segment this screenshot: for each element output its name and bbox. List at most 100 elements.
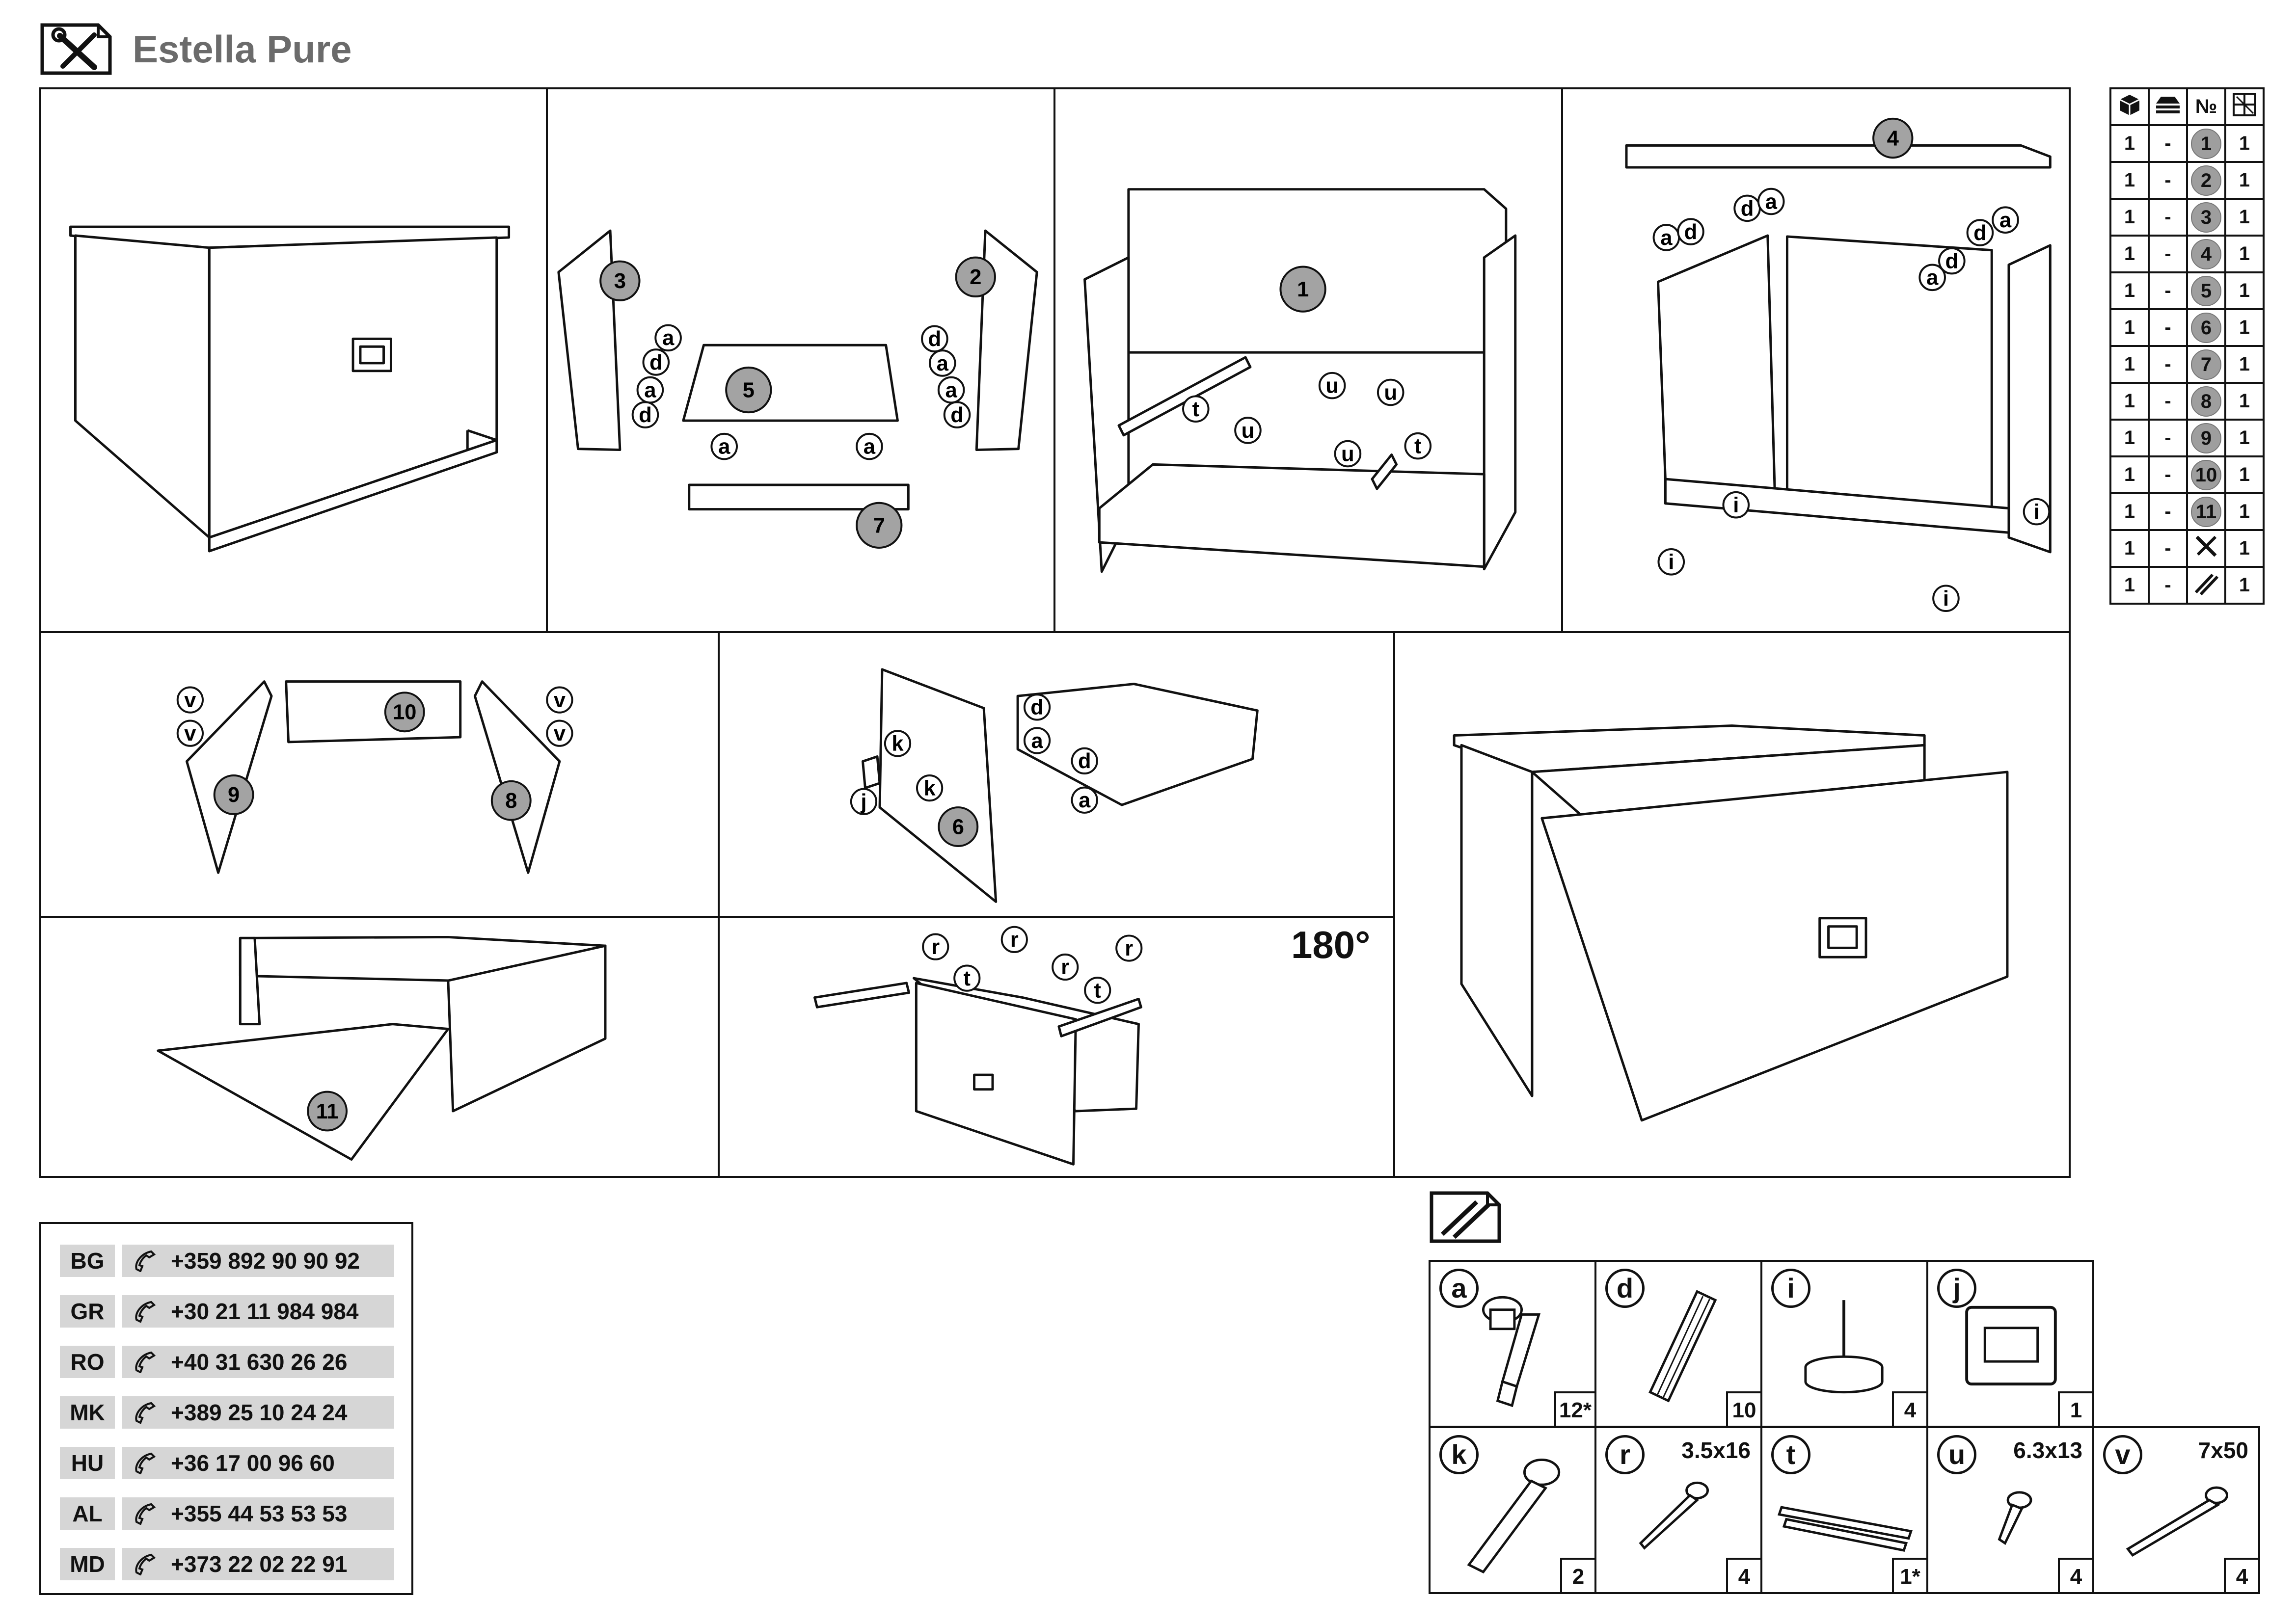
phone-number[interactable]: +30 21 11 984 984 xyxy=(122,1295,394,1328)
step-8-drawer-bottom: 11 xyxy=(39,916,720,1178)
country-code: RO xyxy=(60,1346,115,1378)
part-label-3: 3 xyxy=(614,269,626,293)
hardware-label-v: v xyxy=(554,722,566,745)
step-4-top-and-feet: 4 a d d a d a a d i i i i xyxy=(1561,87,2071,633)
phone-number[interactable]: +359 892 90 90 92 xyxy=(122,1245,394,1277)
hardware-size: 6.3x13 xyxy=(2013,1437,2082,1463)
stack-icon xyxy=(2148,87,2188,126)
screws-icon xyxy=(1430,1191,1501,1243)
part-label-11: 11 xyxy=(316,1100,339,1123)
hardware-item-u: u 6.3x13 4 xyxy=(1926,1426,2094,1594)
drawer-insert-illustration xyxy=(1453,724,2009,1122)
phone-icon xyxy=(135,1452,156,1474)
hardware-letter: t xyxy=(1771,1435,1810,1474)
hardware-letter: v xyxy=(2103,1435,2142,1474)
phone-number[interactable]: +373 22 02 22 91 xyxy=(122,1548,394,1580)
hardware-letter: d xyxy=(1605,1269,1645,1308)
part-label-6: 6 xyxy=(952,815,964,839)
hardware-label-d: a xyxy=(945,378,957,402)
hardware-quantity: 12* xyxy=(1554,1391,1594,1426)
hardware-size: 3.5x16 xyxy=(1681,1437,1751,1463)
sides-bottom-illustration: 3 2 5 7 a d a d d a a d a a xyxy=(557,229,1038,549)
hardware-letter: u xyxy=(1937,1435,1976,1474)
step-9-drawer-runners: r r r r t t xyxy=(718,916,1395,1178)
confirmat-screw-icon xyxy=(2126,1486,2228,1557)
hardware-size: 7x50 xyxy=(2198,1437,2248,1463)
hardware-letter: a xyxy=(1439,1269,1479,1308)
step-5-drawer-frame: 10 9 8 v v v v xyxy=(39,631,720,918)
hardware-quantity: 4 xyxy=(1726,1558,1760,1592)
hardware-label-t: t xyxy=(1094,979,1101,1003)
hardware-letter: r xyxy=(1605,1435,1645,1474)
hardware-label-a: a xyxy=(1765,189,1778,213)
top-feet-illustration: 4 a d d a d a a d i i i i xyxy=(1625,117,2052,612)
hardware-letter: i xyxy=(1771,1269,1810,1308)
contact-box: BG +359 892 90 90 92 GR +30 21 11 984 98… xyxy=(39,1222,413,1595)
hardware-label-k: k xyxy=(924,776,936,800)
drawer-runner-icon xyxy=(1777,1506,1913,1552)
hardware-quantity: 4 xyxy=(1892,1391,1926,1426)
hardware-label-a: a xyxy=(864,435,876,459)
hardware-label-u: u xyxy=(1384,380,1397,404)
phone-icon xyxy=(135,1250,156,1272)
cabinet-illustration xyxy=(69,225,511,553)
part-label-9: 9 xyxy=(228,783,240,807)
hardware-label-t: t xyxy=(1414,434,1422,458)
hardware-quantity: 4 xyxy=(2224,1558,2258,1592)
phone-number[interactable]: +355 44 53 53 53 xyxy=(122,1497,394,1530)
hardware-label-a: a xyxy=(1079,789,1091,812)
hardware-label-i: i xyxy=(1943,586,1949,611)
hardware-label-a: d xyxy=(639,403,652,427)
hardware-label-d: a xyxy=(937,351,949,375)
drawer-runners-illustration: r r r r t t xyxy=(813,926,1143,1166)
phone-number[interactable]: +36 17 00 96 60 xyxy=(122,1447,394,1479)
step-7-cabinet-with-drawer xyxy=(1393,631,2071,1178)
hardware-label-r: r xyxy=(1010,928,1019,952)
hardware-label-a: a xyxy=(1926,266,1939,290)
hardware-label-d: d xyxy=(1945,249,1959,273)
cam-lock-icon xyxy=(1482,1296,1541,1408)
tools-icon xyxy=(2186,529,2226,568)
hardware-letter: j xyxy=(1937,1269,1976,1308)
part-label-5: 5 xyxy=(743,378,755,402)
hardware-label-a: a xyxy=(718,435,730,459)
drawer-bottom-illustration: 11 xyxy=(157,935,607,1161)
parts-table-header: № xyxy=(2109,87,2265,126)
drawer-front-illustration: 6 d a d a k k j xyxy=(850,668,1259,903)
step-6-drawer-front: 6 d a d a k k j xyxy=(718,631,1395,918)
phone-icon xyxy=(135,1553,156,1575)
hardware-item-a: a 12* xyxy=(1429,1260,1596,1428)
phone-icon xyxy=(135,1402,156,1424)
phone-icon xyxy=(135,1351,156,1373)
hardware-label-u: u xyxy=(1325,373,1339,398)
part-label-1: 1 xyxy=(1297,277,1309,301)
short-screw-icon xyxy=(1998,1491,2032,1545)
phone-number[interactable]: +40 31 630 26 26 xyxy=(122,1346,394,1378)
phone-number[interactable]: +389 25 10 24 24 xyxy=(122,1396,394,1429)
part-label-8: 8 xyxy=(505,789,517,813)
hardware-quantity: 2 xyxy=(1560,1558,1594,1592)
phone-icon xyxy=(135,1503,156,1525)
hardware-quantity: 1* xyxy=(1892,1558,1926,1592)
country-code: BG xyxy=(60,1245,115,1277)
country-code: MK xyxy=(60,1396,115,1429)
part-label-4: 4 xyxy=(1887,126,1899,150)
glide-foot-icon xyxy=(1804,1300,1884,1394)
hardware-label-d: d xyxy=(1973,221,1987,245)
hardware-label-d: d xyxy=(1741,196,1754,220)
hardware-label-r: r xyxy=(1061,956,1069,979)
hardware-label-a: d xyxy=(928,327,942,351)
grid-icon xyxy=(2224,87,2265,126)
rotate-180-label: 180° xyxy=(1291,923,1371,966)
hardware-label-r: r xyxy=(931,935,940,959)
step-3-back-and-runners: 1 t u u u u t xyxy=(1053,87,1563,633)
